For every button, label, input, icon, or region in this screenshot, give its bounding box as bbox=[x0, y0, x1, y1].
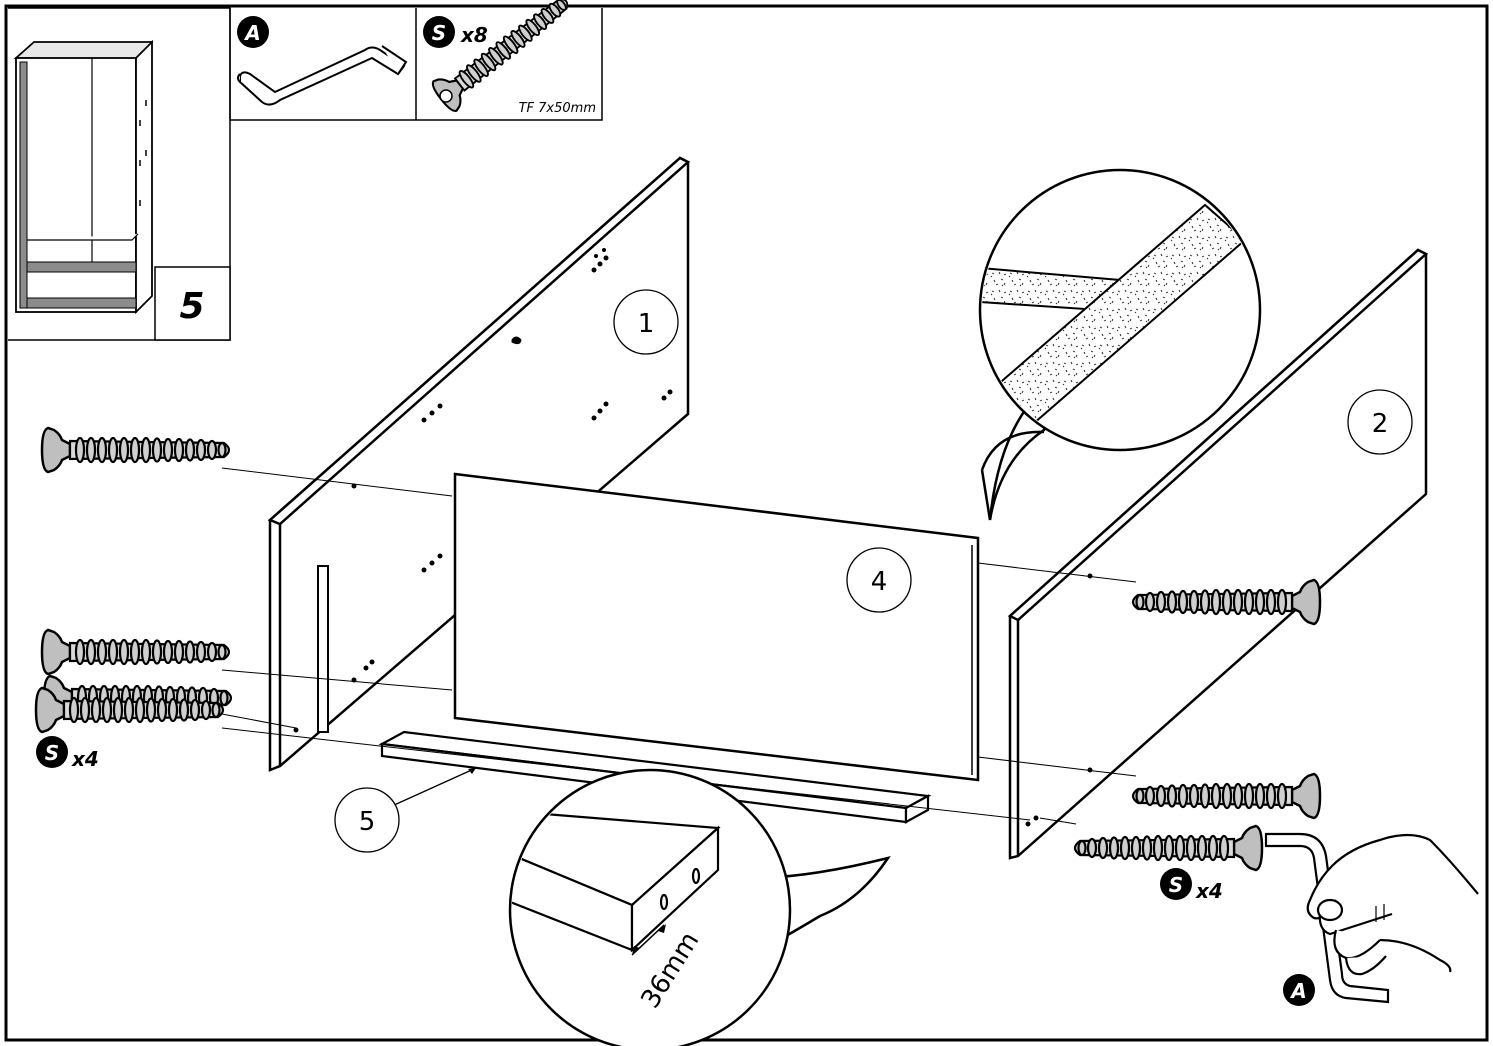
part-label-5: 5 bbox=[359, 807, 376, 837]
screw-left-1 bbox=[40, 426, 231, 474]
step-number-box bbox=[154, 266, 231, 341]
page-frame bbox=[4, 4, 1489, 1042]
side-panel-right bbox=[1007, 248, 1429, 860]
screw-badge bbox=[423, 16, 455, 48]
svg-text:S: S bbox=[432, 21, 446, 45]
screw-left-2 bbox=[40, 628, 231, 676]
right-screws-count: x4 bbox=[1195, 879, 1223, 903]
allen-key-icon bbox=[237, 45, 408, 106]
rail-detail-icon: 36mm bbox=[508, 768, 891, 1046]
overview-box: 5 bbox=[8, 7, 231, 341]
part-label-1-circle bbox=[613, 289, 679, 355]
part-label-2: 2 bbox=[1372, 409, 1389, 439]
screw-right-2 bbox=[1131, 772, 1322, 820]
part-label-4-circle bbox=[846, 547, 912, 613]
hand-tool-badge bbox=[1283, 974, 1315, 1006]
part-label-4: 4 bbox=[871, 567, 888, 597]
back-panel bbox=[453, 472, 980, 782]
step-number: 5 bbox=[179, 286, 204, 327]
svg-text:A: A bbox=[1289, 979, 1306, 1003]
screw-spec: TF 7x50mm bbox=[519, 101, 596, 116]
part-label-2-circle bbox=[1347, 389, 1413, 455]
part-label-1: 1 bbox=[638, 309, 655, 339]
svg-text:S: S bbox=[1169, 873, 1183, 897]
hand-icon bbox=[1264, 832, 1479, 1004]
screw-right-3 bbox=[1073, 824, 1264, 872]
wardrobe-icon bbox=[13, 39, 154, 315]
part-label-5-circle bbox=[334, 787, 400, 853]
left-screws-count: x4 bbox=[71, 747, 99, 771]
svg-text:S: S bbox=[45, 741, 59, 765]
particle-board-detail-icon bbox=[978, 168, 1262, 521]
left-screws-badge bbox=[36, 736, 68, 768]
tools-box: A S x8 TF 7x50mm bbox=[229, 0, 603, 121]
svg-text:A: A bbox=[243, 21, 260, 45]
left-screws bbox=[34, 426, 233, 734]
right-screws-badge bbox=[1160, 868, 1192, 900]
screw-count: x8 bbox=[460, 23, 488, 47]
allen-key-badge bbox=[237, 16, 269, 48]
side-panel-left bbox=[267, 156, 691, 772]
alignment-lines bbox=[221, 467, 1137, 825]
